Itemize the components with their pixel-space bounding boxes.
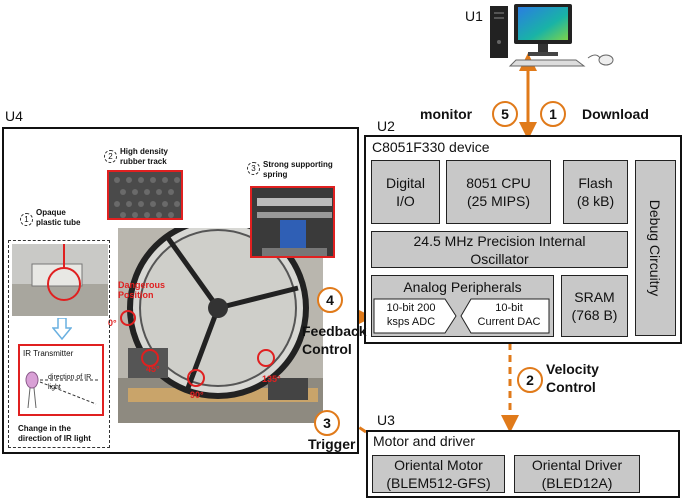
computer-icon: [490, 4, 614, 67]
monitor-step-number: 5: [492, 101, 518, 127]
ir-change-label: Change in the direction of IR light: [18, 424, 91, 443]
tube-closeup-photo: [12, 244, 108, 316]
dangerous-position-label: Dangerous Position: [118, 280, 166, 300]
u2-title: C8051F330 device: [372, 139, 490, 155]
angle-0-label: 0°: [108, 318, 117, 328]
rubber-track-photo: [107, 170, 183, 220]
u4-label: U4: [5, 108, 23, 124]
ir-detail-dashed-frame: [8, 240, 110, 448]
u3-label: U3: [377, 412, 395, 428]
running-wheel-photo: [118, 228, 323, 423]
spring-photo: [250, 186, 335, 258]
angle-45-label: 45°: [146, 364, 160, 374]
trigger-label: Trigger: [308, 436, 356, 452]
u3-title: Motor and driver: [373, 433, 475, 449]
sram-box: SRAM (768 B): [561, 275, 628, 337]
velocity-step-number: 2: [517, 367, 543, 393]
adc-box: 10-bit 200 ksps ADC: [373, 298, 457, 334]
track-number: 2: [104, 150, 117, 163]
adc-label: 10-bit 200 ksps ADC: [386, 302, 436, 328]
tube-label: Opaque plastic tube: [36, 208, 81, 227]
download-label: Download: [582, 106, 649, 122]
ir-transmitter-label: IR Transmitter: [23, 349, 74, 358]
trigger-step-number: 3: [314, 410, 340, 436]
adc-shape: [373, 298, 457, 334]
flash-box: Flash (8 kB): [563, 160, 628, 224]
spring-label: Strong supporting spring: [263, 160, 333, 179]
u1-label: U1: [465, 8, 483, 24]
spring-number: 3: [247, 162, 260, 175]
ir-beam-diagram: [25, 371, 100, 409]
ir-direction-label: direction of IR light: [48, 374, 92, 391]
ir-down-arrow-icon: [52, 318, 72, 340]
download-step-number: 1: [540, 101, 566, 127]
oriental-driver-box: Oriental Driver (BLED12A): [514, 455, 640, 493]
digital-io-box: Digital I/O: [371, 160, 440, 224]
track-label: High density rubber track: [120, 147, 169, 166]
analog-peripherals-label: Analog Peripherals: [403, 279, 522, 295]
cpu-box: 8051 CPU (25 MIPS): [446, 160, 551, 224]
velocity-label: Velocity Control: [546, 361, 599, 395]
u2-label: U2: [377, 118, 395, 134]
ir-light-panel: IR Transmitter direction of IR light: [18, 344, 104, 416]
monitor-label: monitor: [420, 106, 473, 122]
debug-circuitry-label: Debug Circuitry: [647, 199, 664, 297]
dac-label: 10-bit Current DAC: [477, 302, 541, 328]
oriental-motor-box: Oriental Motor (BLEM512-GFS): [372, 455, 505, 493]
feedback-step-number: 4: [317, 287, 343, 313]
debug-circuitry-box: Debug Circuitry: [635, 160, 676, 336]
feedback-label: Feedback Control: [302, 323, 367, 357]
angle-135-label: 135°: [262, 374, 281, 384]
dac-box: 10-bit Current DAC: [460, 298, 550, 334]
dac-shape: [460, 298, 550, 334]
oscillator-box: 24.5 MHz Precision Internal Oscillator: [371, 231, 628, 268]
angle-90-label: 90°: [190, 390, 204, 400]
tube-number: 1: [20, 213, 33, 226]
